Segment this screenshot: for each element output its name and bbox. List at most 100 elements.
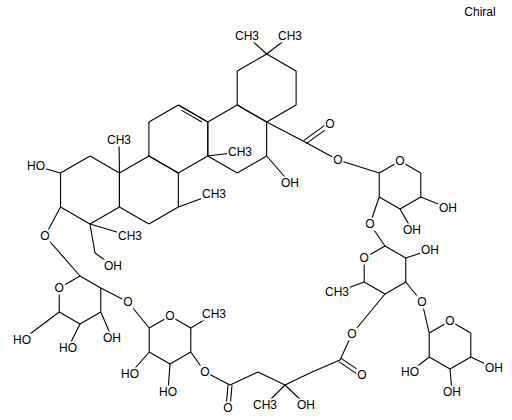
bond-line (170, 352, 191, 364)
bond-line (450, 357, 471, 369)
bond-line (90, 156, 119, 173)
bond-line (429, 333, 430, 357)
bond-line (178, 105, 207, 122)
bond-line (208, 105, 237, 122)
bond-line (119, 173, 120, 207)
bond-line (149, 328, 150, 352)
bond-line (207, 122, 208, 156)
bond-line (178, 156, 207, 173)
atom-label: HO (400, 366, 420, 379)
bond-line (100, 288, 101, 312)
atom-label: O (346, 328, 357, 341)
bond-line (80, 312, 101, 324)
bond-line (148, 122, 149, 156)
bond-line (338, 160, 379, 173)
atom-label: OH (103, 260, 123, 273)
bond-line (285, 372, 312, 385)
bond-line (429, 357, 450, 369)
bond-line (267, 54, 296, 71)
bond-line (267, 105, 296, 122)
bond-line (61, 207, 90, 224)
bond-line (364, 282, 385, 294)
bond-line (385, 282, 406, 294)
atom-label: O (199, 366, 210, 379)
atom-label: O (356, 369, 367, 382)
atom-label: OH (442, 386, 462, 399)
bond-line (149, 207, 178, 224)
bond-line (207, 122, 208, 156)
atom-label: CH3 (252, 399, 278, 412)
atom-label: HO (120, 368, 140, 381)
bond-line (181, 110, 202, 122)
bond-line (230, 372, 258, 385)
bond-line (237, 105, 266, 122)
atom-label: OH (438, 202, 458, 215)
atom-label: HO (58, 342, 78, 355)
atom-label: CH3 (201, 308, 227, 321)
atom-label: O (444, 315, 455, 328)
bond-line (80, 276, 101, 288)
atom-label: CH3 (227, 146, 253, 159)
atom-label: OH (102, 332, 122, 345)
bond-line (266, 122, 267, 156)
bond-line (237, 105, 266, 122)
atom-label: O (359, 252, 370, 265)
bond-line (149, 352, 170, 364)
atom-label: O (122, 296, 133, 309)
bond-line (61, 156, 90, 173)
atom-label: O (324, 118, 335, 131)
bond-line (267, 122, 305, 142)
bond-line (178, 173, 179, 207)
atom-label: CH3 (106, 134, 132, 147)
bond-line (296, 71, 297, 105)
bond-line (119, 156, 148, 173)
atom-label: OH (402, 224, 422, 237)
atom-label: HO (158, 386, 178, 399)
bond-line (237, 71, 238, 105)
atom-label: O (332, 154, 343, 167)
chirality-note: Chiral (463, 6, 496, 19)
bond-line (258, 372, 285, 385)
atom-label: CH3 (117, 230, 143, 243)
bond-line (420, 173, 421, 197)
atom-label: OH (296, 399, 316, 412)
atom-label: O (364, 218, 375, 231)
bond-line (59, 312, 80, 324)
atom-label: O (164, 310, 175, 323)
atom-label: CH3 (324, 286, 350, 299)
bond-line (60, 173, 61, 207)
bond-line (190, 328, 191, 352)
atom-label: CH3 (201, 188, 227, 201)
atom-label: CH3 (277, 30, 303, 43)
bond-line (178, 105, 207, 122)
atom-label: O (394, 155, 405, 168)
bond-line (312, 360, 340, 372)
atom-label: O (54, 282, 65, 295)
bond-line (149, 105, 178, 122)
atom-label: HO (12, 334, 32, 347)
bond-line (405, 258, 406, 282)
atom-label: O (39, 230, 50, 243)
bond-line (149, 156, 178, 173)
bond-line (208, 156, 237, 173)
atom-label: O (416, 296, 427, 309)
bond-line (400, 197, 421, 209)
bond-line (379, 197, 400, 209)
bond-line (237, 156, 266, 173)
atom-label: HO (26, 160, 46, 173)
bond-line (470, 333, 471, 357)
bond-line (119, 173, 120, 207)
atom-label: O (222, 402, 233, 415)
atom-label: CH3 (234, 30, 260, 43)
bond-line (119, 207, 148, 224)
bond-line (90, 207, 119, 224)
atom-label: OH (280, 177, 300, 190)
atom-label: OH (420, 244, 440, 257)
bond-line (379, 173, 380, 197)
bond-line (237, 54, 266, 71)
bond-line (385, 246, 406, 258)
atom-label: OH (484, 362, 504, 375)
bond-line (149, 156, 178, 173)
